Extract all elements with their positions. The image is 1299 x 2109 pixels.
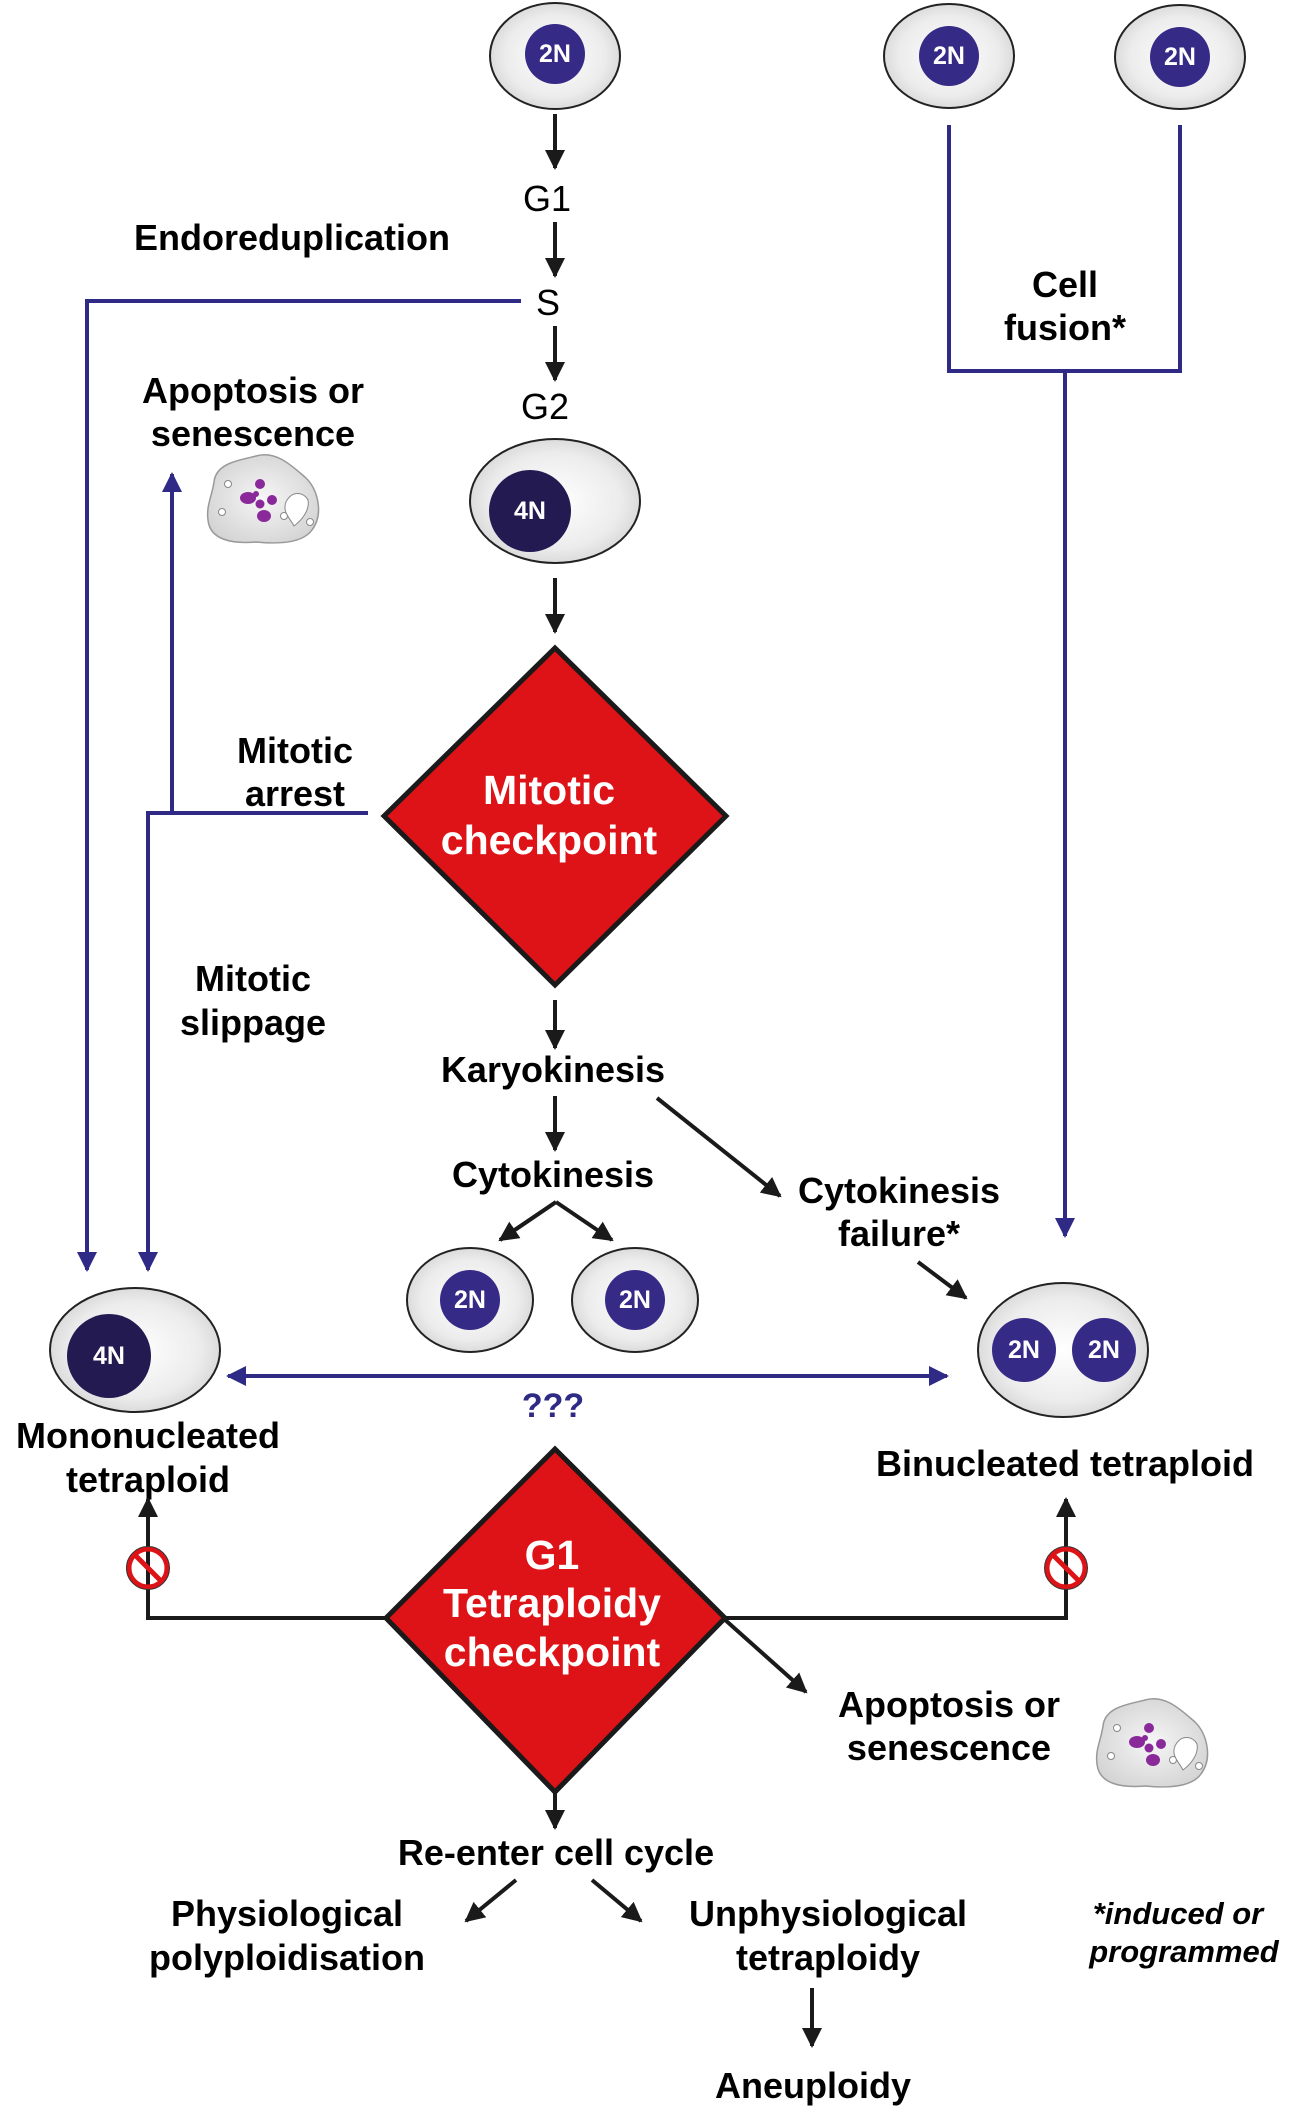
nucleus-label: 2N bbox=[454, 1286, 486, 1314]
apoptosis-bottom-line1: Apoptosis or bbox=[838, 1684, 1060, 1725]
daughter-cell-right: 2N bbox=[571, 1247, 699, 1353]
top-cell-2n: 2N bbox=[489, 2, 621, 110]
nucleus-label: 2N bbox=[1164, 43, 1196, 71]
phase-s: S bbox=[536, 282, 560, 323]
mitotic-arrest-line1: Mitotic bbox=[237, 730, 353, 771]
physiological-line2: polyploidisation bbox=[149, 1937, 425, 1978]
footnote-line2: programmed bbox=[1088, 1934, 1280, 1969]
mitotic-checkpoint-line1: Mitotic bbox=[483, 767, 615, 813]
cytokinesis-failure-line2: failure* bbox=[838, 1213, 960, 1254]
nucleus-label: 4N bbox=[93, 1342, 125, 1370]
nucleus-label-left: 2N bbox=[1008, 1336, 1040, 1364]
arrow-to-daughter-right bbox=[554, 1200, 614, 1242]
arrow-to-unphysiological bbox=[590, 1878, 643, 1923]
mononucleated-tetraploid-cell: 4N bbox=[49, 1287, 221, 1413]
apoptotic-cell-icon bbox=[206, 453, 320, 544]
mitotic-slippage-line1: Mitotic bbox=[195, 958, 311, 999]
mitotic-arrest-line2: arrest bbox=[245, 773, 345, 814]
mitotic-checkpoint-line2: checkpoint bbox=[441, 817, 658, 863]
arrow-to-cytokinesis-failure bbox=[655, 1096, 782, 1198]
endoreduplication-path bbox=[77, 299, 521, 1272]
daughter-cell-left: 2N bbox=[406, 1247, 534, 1353]
unphysiological-line2: tetraploidy bbox=[736, 1937, 920, 1978]
arrow-to-daughter-left bbox=[498, 1200, 558, 1242]
g2-cell-4n: 4N bbox=[469, 438, 641, 564]
nucleus-label: 2N bbox=[539, 40, 571, 68]
mitotic-checkpoint: Mitotic checkpoint bbox=[380, 644, 730, 989]
reenter-label: Re-enter cell cycle bbox=[398, 1832, 714, 1873]
nucleus-label: 2N bbox=[933, 42, 965, 70]
cell-fusion-line1: Cell bbox=[1032, 264, 1098, 305]
unphysiological-line1: Unphysiological bbox=[689, 1893, 967, 1934]
binucleated-label: Binucleated tetraploid bbox=[876, 1443, 1254, 1484]
mononucleated-line1: Mononucleated bbox=[16, 1415, 280, 1456]
arrow-to-binucleated bbox=[916, 1260, 968, 1300]
blocked-path-mononucleated bbox=[138, 1497, 388, 1620]
aneuploidy-label: Aneuploidy bbox=[715, 2065, 911, 2106]
cytokinesis-label: Cytokinesis bbox=[452, 1154, 654, 1195]
cytokinesis-failure-line1: Cytokinesis bbox=[798, 1170, 1000, 1211]
g1-checkpoint-line3: checkpoint bbox=[444, 1629, 661, 1675]
karyokinesis-label: Karyokinesis bbox=[441, 1049, 665, 1090]
apoptosis-bottom-line2: senescence bbox=[847, 1727, 1051, 1768]
mitotic-slippage-path bbox=[138, 811, 368, 1272]
phase-g1: G1 bbox=[523, 178, 571, 219]
arrow-to-apoptosis-bottom bbox=[721, 1616, 808, 1694]
apoptotic-cell-icon bbox=[1095, 1697, 1209, 1788]
binucleated-tetraploid-cell: 2N 2N bbox=[977, 1282, 1149, 1418]
mononucleated-line2: tetraploid bbox=[66, 1459, 230, 1500]
fusion-cell-left: 2N bbox=[883, 3, 1015, 109]
g1-checkpoint-line2: Tetraploidy bbox=[443, 1580, 661, 1626]
nucleus-label: 4N bbox=[514, 497, 546, 525]
endoreduplication-label: Endoreduplication bbox=[134, 217, 450, 258]
arrow-to-physiological bbox=[464, 1878, 518, 1923]
blocked-path-binucleated bbox=[723, 1497, 1076, 1620]
footnote-line1: *induced or bbox=[1093, 1896, 1265, 1931]
nucleus-label: 2N bbox=[619, 1286, 651, 1314]
physiological-line1: Physiological bbox=[171, 1893, 403, 1934]
mitotic-slippage-line2: slippage bbox=[180, 1002, 326, 1043]
g1-tetraploidy-checkpoint: G1 Tetraploidy checkpoint bbox=[382, 1445, 729, 1796]
unknown-link-label: ??? bbox=[522, 1387, 584, 1425]
cell-fusion-line2: fusion* bbox=[1004, 307, 1126, 348]
nucleus-label-right: 2N bbox=[1088, 1336, 1120, 1364]
apoptosis-top-line1: Apoptosis or bbox=[142, 370, 364, 411]
apoptosis-top-line2: senescence bbox=[151, 413, 355, 454]
g1-checkpoint-line1: G1 bbox=[525, 1532, 580, 1578]
fusion-cell-right: 2N bbox=[1114, 4, 1246, 110]
phase-g2: G2 bbox=[521, 386, 569, 427]
